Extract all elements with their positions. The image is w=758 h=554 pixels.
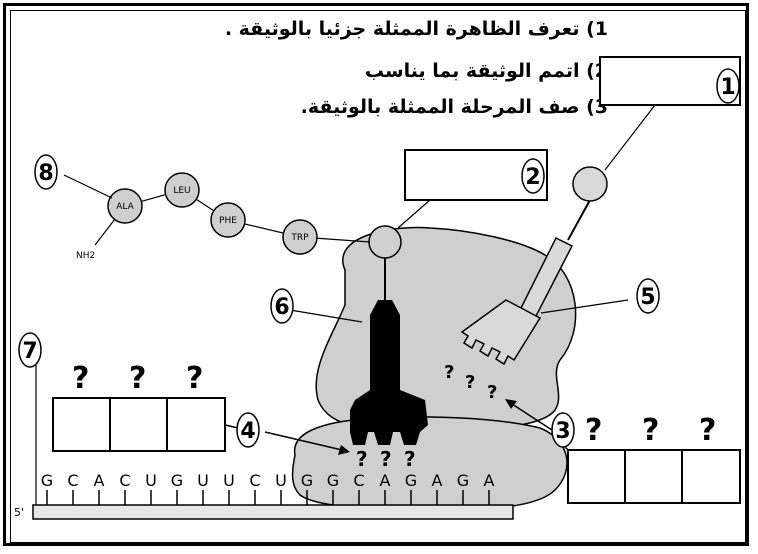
amino-acid-label: PHE: [219, 216, 237, 226]
left-box-q-1: ?: [72, 361, 89, 396]
answer-box-1: [599, 56, 741, 106]
callout-number: 7: [22, 339, 37, 364]
callout-number: 4: [240, 419, 255, 444]
mrna-base: G: [405, 471, 417, 490]
callout-number: 2: [525, 165, 540, 190]
mrna-5prime-label: 5': [14, 506, 24, 519]
callout-ellipse: [636, 278, 660, 314]
amino-acid-label: LEU: [173, 186, 190, 196]
callout-number: 6: [274, 295, 289, 320]
callout-number: 3: [555, 419, 570, 444]
amino-acid-label: ALA: [116, 202, 134, 212]
codon-q-2: ?: [380, 447, 392, 471]
anticodon-q-2: ?: [465, 372, 475, 393]
incoming-trna: [460, 199, 591, 366]
mrna-strand: [32, 504, 514, 520]
inner-frame: [10, 10, 746, 543]
callout-number: 5: [640, 285, 655, 310]
mrna-base: C: [119, 471, 130, 490]
ribosome-large-subunit: [315, 226, 577, 431]
attached-amino-acid: [368, 225, 402, 259]
left-codon-box: [52, 397, 226, 452]
left-box-q-2: ?: [129, 361, 146, 396]
callout-ellipse: [18, 332, 42, 368]
callout-ellipse: [521, 158, 545, 194]
nh2-label: NH2: [76, 251, 95, 261]
mrna-base: C: [353, 471, 364, 490]
mrna-base: G: [457, 471, 469, 490]
amino-acid-circle: [210, 202, 246, 238]
callout-number: 1: [720, 75, 735, 100]
callout-ellipse: [270, 288, 294, 324]
right-anticodon-box: [567, 449, 741, 504]
mrna-base: A: [432, 471, 443, 490]
codon-q-1: ?: [356, 447, 368, 471]
callout-number: 8: [38, 161, 53, 186]
question-1: 1) تعرف الظاهرة الممثلة جزئيا بالوثيقة .: [224, 18, 608, 40]
mrna-base: A: [484, 471, 495, 490]
mrna-base: C: [67, 471, 78, 490]
mrna-base: G: [171, 471, 183, 490]
anticodon-q-1: ?: [444, 362, 454, 383]
mrna-base: U: [145, 471, 157, 490]
mrna-base: G: [41, 471, 53, 490]
left-box-q-3: ?: [186, 361, 203, 396]
callout-labels: 1 2 3 4 5 6 7 8: [18, 68, 740, 448]
outer-frame: [3, 3, 749, 546]
amino-acids: ALA LEU PHE TRP: [107, 172, 318, 255]
amino-acid-circle: [164, 172, 200, 208]
callout-ellipse: [716, 68, 740, 104]
mrna-base: U: [197, 471, 209, 490]
right-box-q-2: ?: [642, 413, 659, 448]
mrna-base: G: [301, 471, 313, 490]
mrna-base: A: [94, 471, 105, 490]
amino-acid-label: TRP: [290, 233, 309, 243]
mrna-base: G: [327, 471, 339, 490]
anticodon-q-3: ?: [487, 382, 497, 403]
trna-in-ribosome: [350, 255, 428, 445]
mrna-base: U: [223, 471, 235, 490]
right-box-q-1: ?: [585, 413, 602, 448]
amino-acid-circle: [107, 188, 143, 224]
amino-acid-circle: [282, 219, 318, 255]
codon-q-3: ?: [404, 447, 416, 471]
callout-ellipse: [551, 412, 575, 448]
mrna-base: A: [380, 471, 391, 490]
mrna-base: C: [249, 471, 260, 490]
mrna-base: U: [275, 471, 287, 490]
right-box-q-3: ?: [699, 413, 716, 448]
callout-ellipse: [236, 412, 260, 448]
incoming-amino-acid: [572, 166, 608, 202]
callout-ellipse: [34, 154, 58, 190]
